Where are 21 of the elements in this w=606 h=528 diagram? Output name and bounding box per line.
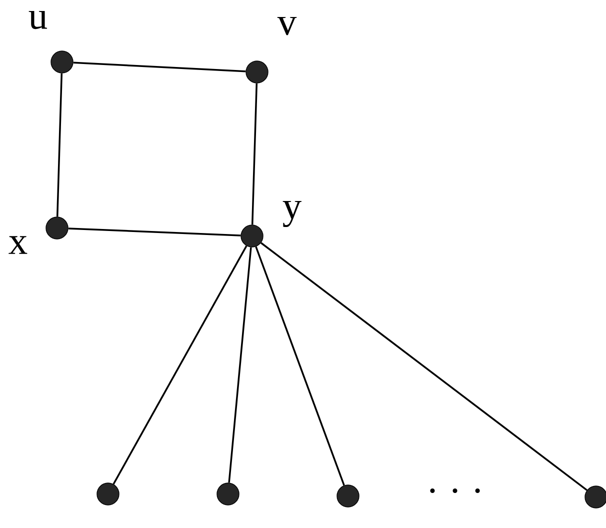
vertex-dot xyxy=(216,482,240,506)
vertex-dot xyxy=(46,216,68,240)
vertex-label: x xyxy=(8,236,28,254)
vertex-label: v xyxy=(277,16,297,36)
vertex-dot xyxy=(584,486,606,508)
edge-line xyxy=(68,228,241,236)
edge-line xyxy=(228,247,252,483)
vertex-dot xyxy=(246,60,268,84)
edge-line xyxy=(251,83,258,225)
ellipsis-label: · · · xyxy=(430,488,480,494)
vertex-label: u xyxy=(28,10,48,30)
edge-line xyxy=(73,62,246,72)
vertex-dot xyxy=(96,482,120,506)
vertex-dot xyxy=(240,224,264,248)
edge-line xyxy=(255,246,345,486)
edge-line xyxy=(260,242,588,491)
vertex-label: y xyxy=(282,200,302,228)
vertex-dot xyxy=(336,484,360,508)
edge-line xyxy=(112,245,248,485)
edge-line xyxy=(56,73,63,217)
vertex-dot xyxy=(50,50,74,74)
